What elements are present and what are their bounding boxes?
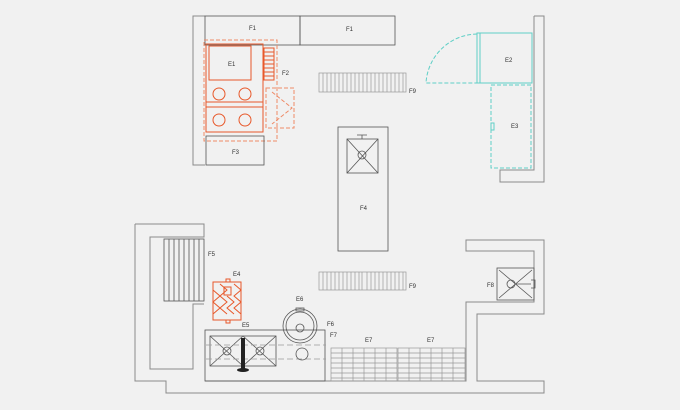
- label-f8: F8: [487, 283, 495, 289]
- label-e7: E7: [365, 338, 373, 344]
- rack-f9-top: F9: [318, 72, 417, 95]
- walk-in-e2: E2: [425, 32, 533, 84]
- grill-f2: [263, 47, 275, 81]
- label-f3: F3: [232, 150, 240, 156]
- rack-f9-bottom: F9: [318, 271, 417, 291]
- shelf-f5: F5: [163, 238, 216, 302]
- shelf-f3: F3: [205, 135, 265, 166]
- label-f7: F7: [330, 333, 338, 339]
- label-f5: F5: [208, 252, 216, 258]
- shelf-f1-left: F1: [204, 15, 301, 46]
- burner-icons: [206, 87, 263, 127]
- sink-f8: F8: [487, 267, 536, 301]
- walls: [134, 15, 545, 394]
- label-f9: F9: [409, 284, 417, 290]
- label-e6: E6: [296, 297, 304, 303]
- label-e2: E2: [505, 58, 513, 64]
- table-e7-right: E7: [397, 338, 466, 382]
- label-e1: E1: [228, 62, 236, 68]
- kettle-e6: E6 F6 F7: [282, 297, 338, 361]
- label-f6: F6: [327, 322, 335, 328]
- label-f1: F1: [346, 27, 354, 33]
- label-f1: F1: [249, 26, 257, 32]
- label-f9: F9: [409, 89, 417, 95]
- range-e5: E5: [204, 323, 326, 382]
- cooking-line-e1: E1 F2: [203, 39, 295, 142]
- walk-in-e3: E3: [490, 84, 532, 169]
- shelf-f1-right: F1: [299, 15, 396, 46]
- label-e7: E7: [427, 338, 435, 344]
- table-e7-left: E7: [330, 338, 398, 382]
- label-e3: E3: [511, 124, 519, 130]
- equipment-e4: E4: [212, 272, 242, 324]
- label-f2: F2: [282, 71, 290, 77]
- label-e5: E5: [242, 323, 250, 329]
- label-e4: E4: [233, 272, 241, 278]
- island-f4: F4: [337, 126, 389, 252]
- label-f4: F4: [360, 206, 368, 212]
